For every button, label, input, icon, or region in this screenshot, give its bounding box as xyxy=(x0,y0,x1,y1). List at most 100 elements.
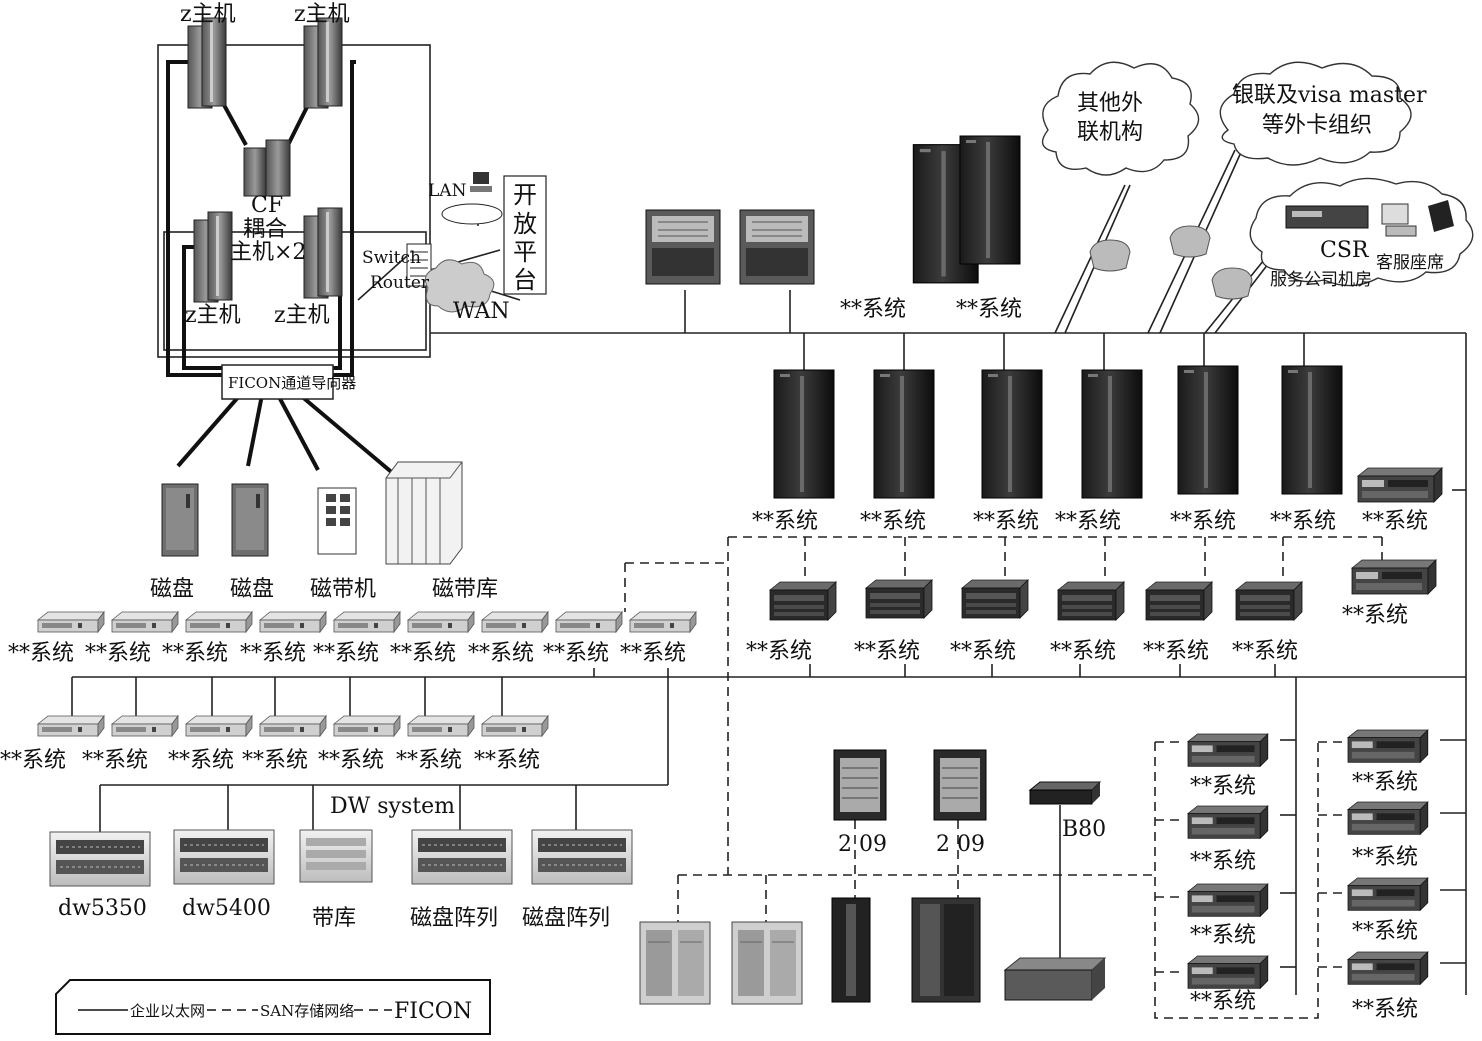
tape-drive-icon xyxy=(317,487,357,555)
white-server-r2-3 xyxy=(185,715,253,737)
san-storage-1 xyxy=(639,921,711,1005)
tape-library-label: 磁带库 xyxy=(432,577,498,602)
disk-array-label-2: 磁盘阵列 xyxy=(522,906,610,931)
rack-server-right-2 xyxy=(1351,559,1437,595)
ficon-director-box xyxy=(221,364,334,400)
white-server-r2-5 xyxy=(333,715,401,737)
san-storage-2 xyxy=(731,921,803,1005)
system-label: **系统 xyxy=(854,639,920,664)
system-label: **系统 xyxy=(860,509,926,534)
system-label: **系统 xyxy=(956,297,1022,322)
system-label: **系统 xyxy=(82,748,148,773)
coupling-host-count-label: 主机×2 xyxy=(230,240,306,265)
other-institutions-line1: 其他外 xyxy=(1077,91,1143,116)
rack-server-col1-3 xyxy=(1187,883,1269,917)
mainframe-bottom-right xyxy=(303,207,343,299)
system-label: **系统 xyxy=(950,639,1016,664)
b80-label: B80 xyxy=(1062,817,1106,842)
router-label: Router xyxy=(370,273,430,293)
card-org-line1: 银联及visa master xyxy=(1232,83,1427,108)
dark-server-3 xyxy=(961,579,1029,619)
system-label: **系统 xyxy=(1190,849,1256,874)
system-label: **系统 xyxy=(313,641,379,666)
white-server-r1-7 xyxy=(481,611,549,633)
dark-server-4 xyxy=(1057,581,1125,621)
system-label: **系统 xyxy=(240,641,306,666)
mainframe-label-top-left: z主机 xyxy=(180,2,236,27)
b80-switch xyxy=(1028,781,1102,805)
white-server-r1-2 xyxy=(111,611,179,633)
system-label: **系统 xyxy=(1170,509,1236,534)
tape-drive-label: 磁带机 xyxy=(310,577,376,602)
system-label: **系统 xyxy=(1352,845,1418,870)
white-server-r1-8 xyxy=(555,611,623,633)
other-institutions-cloud xyxy=(1041,61,1200,176)
pc-icon xyxy=(470,172,492,192)
system-label: **系统 xyxy=(396,748,462,773)
dw-tape-label: 带库 xyxy=(312,906,356,931)
rack-server-col2-3 xyxy=(1347,877,1429,911)
system-label: **系统 xyxy=(1352,997,1418,1022)
rack-server-col2-4 xyxy=(1347,951,1429,985)
system-label: **系统 xyxy=(1190,989,1256,1014)
white-server-r1-6 xyxy=(407,611,475,633)
dw-disk-array-2 xyxy=(531,829,633,885)
san-storage-4 xyxy=(911,897,981,1003)
tower-top-2 xyxy=(959,135,1021,265)
system-label: **系统 xyxy=(1143,639,1209,664)
system-label: **系统 xyxy=(746,639,812,664)
disk-array-label-1: 磁盘阵列 xyxy=(410,906,498,931)
lan-label: LAN xyxy=(428,181,467,201)
white-server-r2-1 xyxy=(37,715,105,737)
legend-box xyxy=(55,979,491,1035)
system-label: **系统 xyxy=(318,748,384,773)
rack-server-col1-1 xyxy=(1187,733,1269,767)
mainframe-top-right xyxy=(303,17,343,109)
system-label: **系统 xyxy=(840,297,906,322)
disk-label-1: 磁盘 xyxy=(150,577,194,602)
white-server-r1-9 xyxy=(629,611,697,633)
white-server-r1-1 xyxy=(37,611,105,633)
san-director-label-1: 2 09 xyxy=(838,832,887,857)
card-org-cloud xyxy=(1219,61,1412,166)
rack-server-col1-2 xyxy=(1187,805,1269,839)
system-label: **系统 xyxy=(620,641,686,666)
other-institutions-line2: 联机构 xyxy=(1077,120,1143,145)
system-label: **系统 xyxy=(1190,923,1256,948)
system-label: **系统 xyxy=(543,641,609,666)
system-label: **系统 xyxy=(1055,509,1121,534)
white-server-r1-5 xyxy=(333,611,401,633)
system-label: **系统 xyxy=(1352,770,1418,795)
dw5400-label: dw5400 xyxy=(182,896,271,921)
csr-room-label: 服务公司机房 xyxy=(1270,270,1372,290)
white-server-r1-3 xyxy=(185,611,253,633)
cf-coupling-facility xyxy=(243,139,291,197)
modem-icon-1 xyxy=(1089,239,1131,272)
dark-server-6 xyxy=(1235,581,1303,621)
network-chassis-2 xyxy=(739,209,815,285)
rack-server-col1-4 xyxy=(1187,955,1269,989)
system-label: **系统 xyxy=(390,641,456,666)
system-labels: **系统 **系统 **系统 **系统 **系统 **系统 **系统 **系统 … xyxy=(0,297,1428,1022)
disk-label-2: 磁盘 xyxy=(230,577,274,602)
disk-cabinet-1 xyxy=(161,483,199,557)
system-label: **系统 xyxy=(168,748,234,773)
telephone-icon xyxy=(1428,200,1454,232)
csr-cloud xyxy=(1249,177,1474,287)
dw-disk-array-1 xyxy=(411,829,513,885)
dark-server-1 xyxy=(769,581,837,621)
san-director-label-2: 2 09 xyxy=(936,832,985,857)
tower-mid-1 xyxy=(773,369,835,499)
cf-label: CF xyxy=(251,193,283,218)
dw-system-label: DW system xyxy=(330,794,455,819)
san-director-1 xyxy=(833,749,887,821)
wan-label: WAN xyxy=(453,299,510,324)
system-label: **系统 xyxy=(85,641,151,666)
system-label: **系统 xyxy=(1362,509,1428,534)
system-label: **系统 xyxy=(1232,639,1298,664)
csr-title: CSR xyxy=(1320,238,1370,263)
dark-server-2 xyxy=(865,579,933,619)
system-label: **系统 xyxy=(1342,603,1408,628)
system-label: **系统 xyxy=(8,641,74,666)
